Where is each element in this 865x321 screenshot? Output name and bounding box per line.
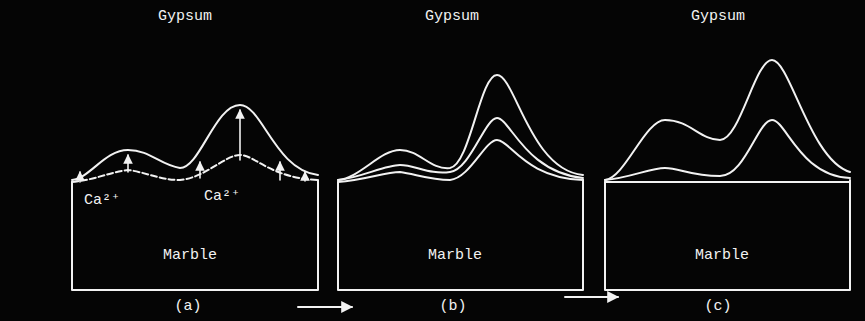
marble-surface xyxy=(338,140,583,182)
label-holder: Ca²⁺ xyxy=(84,190,120,210)
layer-name: Marble xyxy=(163,247,217,264)
ion-arrows xyxy=(80,110,305,182)
marble-block xyxy=(338,180,583,290)
gypsum-surface xyxy=(72,105,318,180)
gypsum-surface xyxy=(338,75,583,180)
label-holder: (c) xyxy=(704,296,731,316)
marble-block xyxy=(605,180,850,290)
label-holder: Gypsum xyxy=(158,6,212,26)
layer-name: Gypsum xyxy=(691,8,745,25)
marble-surface xyxy=(72,155,318,182)
label-holder: (a) xyxy=(174,296,201,316)
marble-surface xyxy=(605,181,850,183)
panel-letter: (b) xyxy=(439,298,466,315)
label-holder: Ca²⁺ xyxy=(204,186,240,206)
panel-letter: (c) xyxy=(704,298,731,315)
ion-label: Ca²⁺ xyxy=(84,192,120,209)
layer-name: Gypsum xyxy=(425,8,479,25)
label-holder: (b) xyxy=(439,296,466,316)
layer-name: Gypsum xyxy=(158,8,212,25)
marble-block xyxy=(72,180,318,290)
label-holder: Marble xyxy=(695,245,749,265)
panel-letter: (a) xyxy=(174,298,201,315)
layer-name: Marble xyxy=(428,247,482,264)
sequence-arrow xyxy=(298,306,352,308)
label-holder: Gypsum xyxy=(425,6,479,26)
sequence-arrow xyxy=(565,296,618,298)
gypsum-surface xyxy=(605,60,850,180)
label-holder: Marble xyxy=(163,245,217,265)
ion-label: Ca²⁺ xyxy=(204,188,240,205)
layer-name: Marble xyxy=(695,247,749,264)
gypsum-layer-line xyxy=(605,120,850,180)
label-holder: Marble xyxy=(428,245,482,265)
gypsum-layer-line xyxy=(338,118,583,180)
label-holder: Gypsum xyxy=(691,6,745,26)
